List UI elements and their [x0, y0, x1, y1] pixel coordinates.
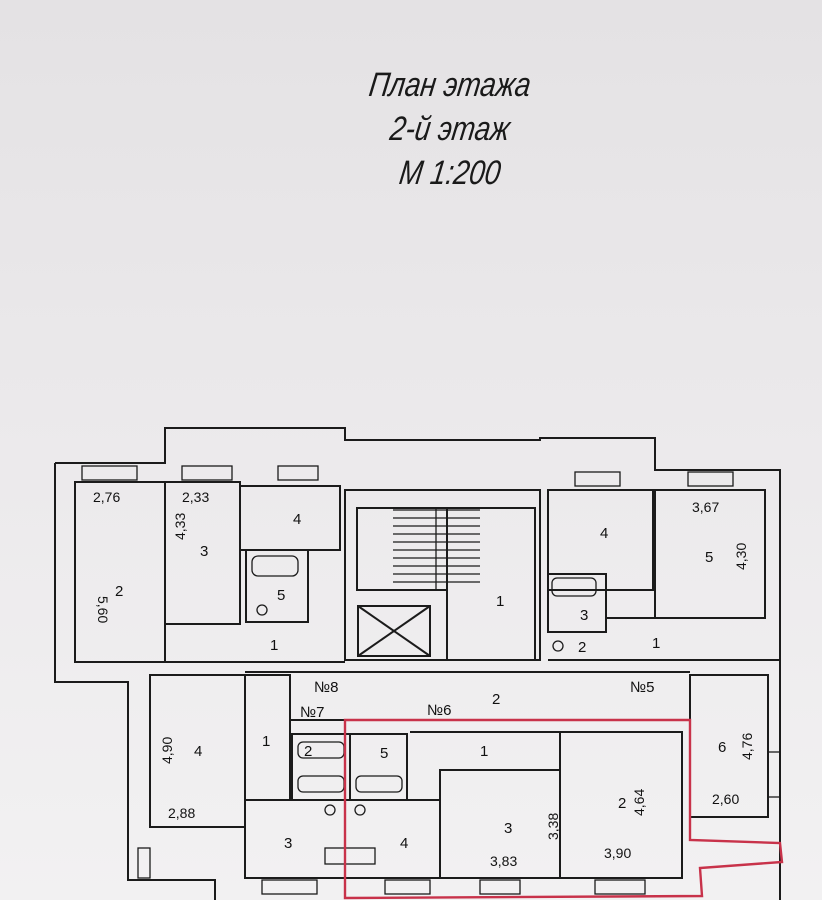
room-number: 1: [496, 593, 504, 610]
room-number: 2: [492, 691, 500, 708]
room-dimension: 4,76: [739, 733, 755, 760]
wall: [547, 573, 607, 633]
room-number: 3: [200, 543, 208, 560]
wall: [356, 507, 448, 591]
wall: [164, 624, 345, 663]
wall: [344, 489, 541, 661]
apartment-number: №7: [300, 704, 324, 721]
room-number: 5: [277, 587, 285, 604]
room-dimension: 5,60: [95, 596, 111, 623]
room-dimension: 2,76: [93, 489, 120, 505]
outer-wall: [54, 463, 216, 900]
room-number: 3: [284, 835, 292, 852]
room-number: 4: [400, 835, 408, 852]
room-dimension: 3,38: [545, 813, 561, 840]
room-number: 2: [115, 583, 123, 600]
room-number: 3: [580, 607, 588, 624]
room-dimension: 2,88: [168, 805, 195, 821]
room-dimension: 4,64: [631, 789, 647, 816]
outer-wall: [55, 427, 781, 900]
wall: [244, 799, 346, 879]
wall: [164, 481, 241, 625]
wall: [239, 485, 341, 551]
room-dimension: 4,90: [159, 737, 175, 764]
room-number: 2: [618, 795, 626, 812]
wall: [547, 489, 654, 591]
room-number: 2: [578, 639, 586, 656]
room-number: 1: [262, 733, 270, 750]
apartment-number: №6: [427, 702, 451, 719]
room-dimension: 4,30: [733, 543, 749, 570]
room-number: 1: [652, 635, 660, 652]
wall: [74, 481, 166, 663]
room-dimension: 2,60: [712, 791, 739, 807]
room-dimension: 3,67: [692, 499, 719, 515]
room-number: 5: [380, 745, 388, 762]
apartment-number: №8: [314, 679, 338, 696]
wall: [245, 549, 309, 623]
room-number: 6: [718, 739, 726, 756]
room-number: 4: [194, 743, 202, 760]
wall: [344, 799, 441, 879]
room-number: 3: [504, 820, 512, 837]
wall: [446, 507, 536, 661]
room-number: 2: [304, 743, 312, 760]
room-number: 5: [705, 549, 713, 566]
room-dimension: 2,33: [182, 489, 209, 505]
room-number: 4: [293, 511, 301, 528]
elevator: [357, 605, 431, 657]
room-number: 1: [270, 637, 278, 654]
apartment-number: №5: [630, 679, 654, 696]
room-number: 4: [600, 525, 608, 542]
wall: [559, 731, 683, 879]
room-dimension: 3,90: [604, 845, 631, 861]
highlighted-apartment: [343, 718, 784, 900]
room-number: 1: [480, 743, 488, 760]
room-dimension: 4,33: [172, 513, 188, 540]
room-dimension: 3,83: [490, 853, 517, 869]
